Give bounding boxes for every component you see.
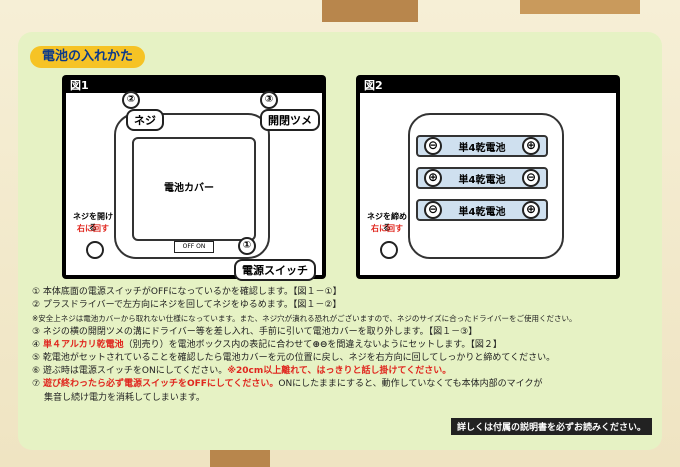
battery-2-right-icon: ⊖ [522,169,540,187]
battery-1-label: 単4乾電池 [458,142,506,154]
battery-1-left-icon: ⊖ [424,137,442,155]
instruction-4-battery: 単４アルカリ乾電池 [42,339,124,350]
instruction-4-text-b: を間違えないようにセットします。【図２】 [327,339,502,350]
instruction-7-cont: 集音し続け電力を消耗してしまいます。 [44,392,205,403]
figure-1: 図1 電池カバー ② ネジ ③ 開閉ツメ OFF ON ① 電源スイッチ ネジを… [62,75,326,281]
figure-2: 図2 ⊖ 単4乾電池 ⊕ ⊕ 単4乾電池 ⊖ ⊖ 単4乾電池 ⊕ ネジを締める … [356,75,620,279]
instruction-6: ⑥ 遊ぶ時は電源スイッチをONにしてください。※20cm以上離れて、はっきりと話… [32,365,652,378]
instruction-7-number: ⑦ [32,379,43,390]
rotate-open-label: ネジを開ける [73,212,113,232]
instruction-7: ⑦ 遊び終わったら必ず電源スイッチをOFFにしてください。ONにしたままにすると… [32,378,652,391]
battery-3-left-icon: ⊖ [424,201,442,219]
rotate-open-direction: 右に回す [77,224,109,233]
battery-3-right-icon: ⊕ [522,201,540,219]
instruction-3: ③ ネジの横の開閉ツメの溝にドライバー等を差し入れ、手前に引いて電池カバーを取り… [32,326,478,337]
figure-1-area: 電池カバー ② ネジ ③ 開閉ツメ OFF ON ① 電源スイッチ ネジを開ける… [66,91,322,281]
screw-icon [380,241,398,259]
instruction-4-number: ④ [32,339,43,350]
callout-screw: ネジ [126,109,164,131]
screw-icon [86,241,104,259]
battery-cover-label: 電池カバー [164,183,214,194]
rotate-close-direction: 右に回す [371,224,403,233]
callout-power-switch: 電源スイッチ [234,259,316,281]
instruction-4: ④ 単４アルカリ乾電池（別売り）を電池ボックス内の表記に合わせて⊕⊖を間違えない… [32,339,652,352]
battery-2: ⊕ 単4乾電池 ⊖ [416,167,548,189]
wood-plank-bottom [210,446,270,467]
instruction-6-text: ⑥ 遊ぶ時は電源スイッチをONにしてください。 [32,366,228,377]
instruction-7-text: ONにしたままにすると、動作していなくても本体内部のマイクが [278,379,543,390]
callout-number-1: ① [238,237,256,255]
battery-2-left-icon: ⊕ [424,169,442,187]
wood-plank-top-right [520,0,640,14]
figure-1-label: 図1 [70,79,89,92]
instruction-5: ⑤ 乾電池がセットされていることを確認したら電池カバーを元の位置に戻し、ネジを右… [32,353,556,364]
instruction-4-polarity: ⊕⊖ [312,339,328,350]
callout-number-2: ② [122,91,140,109]
power-switch: OFF ON [174,241,214,253]
battery-2-label: 単4乾電池 [458,174,506,186]
instruction-2: ② プラスドライバーで左方向にネジを回してネジをゆるめます。【図１－②】 [32,300,342,311]
battery-1: ⊖ 単4乾電池 ⊕ [416,135,548,157]
instruction-4-text-a: （別売り）を電池ボックス内の表記に合わせて [123,339,313,350]
battery-3-label: 単4乾電池 [458,206,506,218]
instruction-1: ① 本体底面の電源スイッチがOFFになっているかを確認します。【図１－①】 [32,287,342,297]
instruction-list: ① 本体底面の電源スイッチがOFFになっているかを確認します。【図１－①】 ② … [32,286,652,405]
callout-tab: 開閉ツメ [260,109,320,131]
instruction-7-warning: 遊び終わったら必ず電源スイッチをOFFにしてください。 [42,379,279,390]
callout-number-3: ③ [260,91,278,109]
rotate-close-label: ネジを締める [367,212,407,232]
instruction-2-note: ※安全上ネジは電池カバーから取れない仕様になっています。また、ネジ穴が潰れる恐れ… [32,314,577,324]
figure-2-area: ⊖ 単4乾電池 ⊕ ⊕ 単4乾電池 ⊖ ⊖ 単4乾電池 ⊕ ネジを締める 右に回… [360,93,616,275]
wood-plank-top [322,0,418,22]
battery-cover [132,137,256,241]
battery-1-right-icon: ⊕ [522,137,540,155]
page-title: 電池の入れかた [30,46,146,68]
manual-note: 詳しくは付属の説明書を必ずお読みください。 [450,418,652,435]
instruction-6-warning: ※20cm以上離れて、はっきりと話し掛けてください。 [227,366,452,377]
figure-2-label: 図2 [364,79,383,92]
battery-3: ⊖ 単4乾電池 ⊕ [416,199,548,221]
